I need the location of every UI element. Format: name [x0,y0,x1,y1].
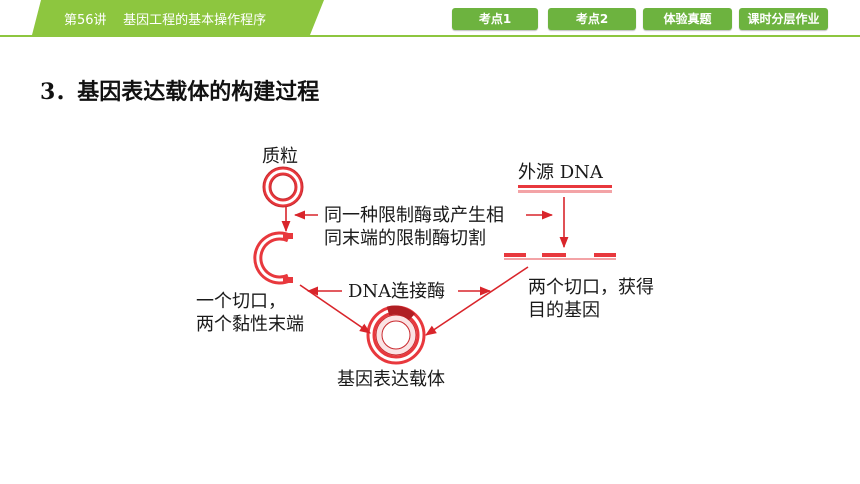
plasmid-label: 质粒 [262,146,298,167]
lesson-title: 第56讲 基因工程的基本操作程序 [64,13,267,28]
intact-plasmid [262,166,304,208]
ligase-label: DNA连接酶 [348,281,445,302]
top-bar-divider [0,35,860,37]
arrow-gene-to-product [425,266,529,336]
left-cut-label-line2: 两个黏性末端 [196,314,304,335]
tab-kaodian-2[interactable]: 考点2 [548,8,636,30]
tab-kaodian-1[interactable]: 考点1 [452,8,538,30]
cut-plasmid [253,231,293,285]
diagram-svg: 质粒 外源 DNA 同一种限制酶或产生相 同末端的限制酶切割 DNA连接酶 一个… [196,146,654,390]
section-heading: 3．基因表达载体的构建过程 [40,79,320,105]
tab-real-exam[interactable]: 体验真题 [643,8,732,30]
vector-construction-diagram: 质粒 外源 DNA 同一种限制酶或产生相 同末端的限制酶切割 DNA连接酶 一个… [190,135,670,390]
process-arrows [281,197,569,336]
enzyme-label-line2: 同末端的限制酶切割 [324,228,486,249]
recombinant-plasmid [366,305,426,365]
foreign-dna-label: 外源 DNA [518,162,604,183]
foreign-dna-strand [504,185,616,260]
top-bar: 第56讲 基因工程的基本操作程序 考点1 考点2 体验真题 课时分层作业 [0,0,860,37]
right-cut-label-line2: 目的基因 [528,300,600,321]
product-label: 基因表达载体 [337,369,445,390]
arrow-plasmid-to-product [299,284,371,334]
enzyme-label-line1: 同一种限制酶或产生相 [324,205,504,226]
right-cut-label-line1: 两个切口，获得 [528,277,654,298]
tab-homework[interactable]: 课时分层作业 [739,8,828,30]
left-cut-label-line1: 一个切口， [196,291,286,312]
lesson-title-tab [32,0,324,35]
